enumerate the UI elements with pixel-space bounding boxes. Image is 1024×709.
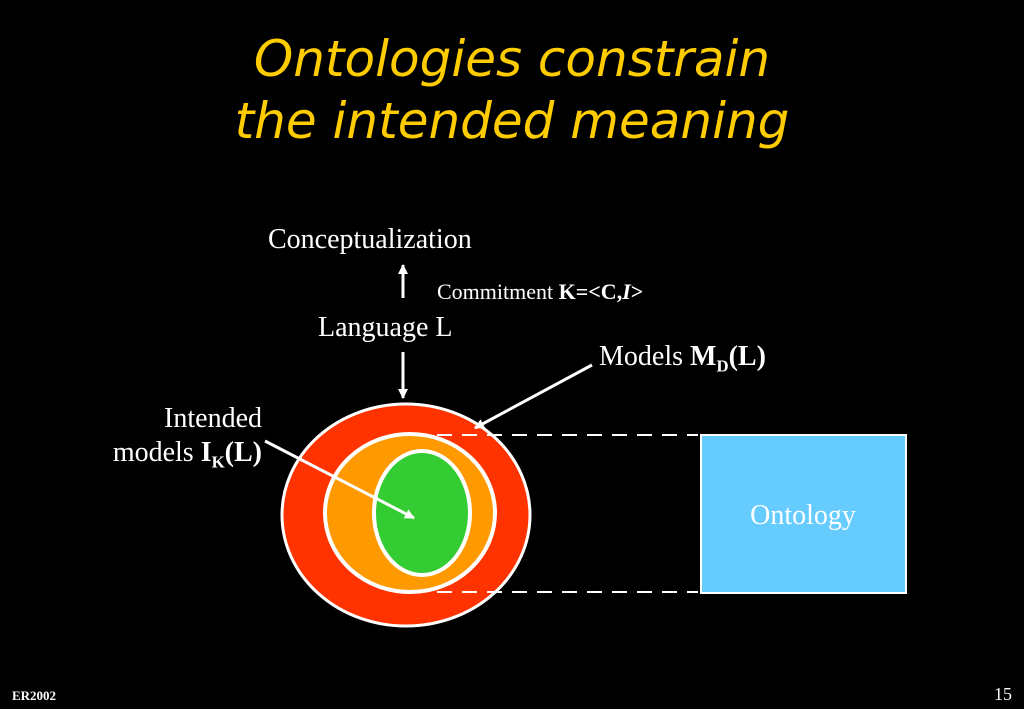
commitment-formula: K=<C, [558, 279, 623, 304]
footer-conference: ER2002 [12, 688, 57, 703]
title-line-2: the intended meaning [234, 92, 790, 150]
models-label: Models MD(L) [599, 341, 766, 377]
arrow-models-pointer [474, 363, 593, 430]
intended-symbol: I [200, 437, 212, 468]
ontology-box [700, 434, 907, 594]
intended-line-2: models IK(L) [113, 436, 262, 480]
arrow-intended-pointer [264, 439, 415, 520]
intended-line-1: Intended [164, 403, 262, 434]
models-prefix: Models [599, 341, 690, 372]
models-symbol: M [690, 341, 717, 372]
models-suffix: (L) [728, 341, 766, 372]
title-line-1: Ontologies constrain [253, 30, 771, 88]
intended-models-label: Intended models IK(L) [113, 402, 262, 480]
ontology-label: Ontology [750, 500, 856, 531]
language-label: Language L [318, 312, 453, 343]
intended-prefix: models [112, 437, 201, 468]
commitment-close: > [630, 279, 644, 304]
page-number: 15 [994, 684, 1012, 704]
conceptualization-label: Conceptualization [268, 224, 472, 255]
intended-subscript: K [211, 452, 225, 472]
intended-suffix: (L) [224, 437, 262, 468]
commitment-label: Commitment K=<C,I> [437, 279, 643, 305]
slide-title: Ontologies constrain the intended meanin… [0, 28, 1024, 152]
intended-models-ellipse-inner [372, 449, 472, 577]
models-subscript: D [716, 356, 729, 376]
commitment-interpretation: I [622, 279, 631, 304]
commitment-prefix: Commitment [437, 279, 559, 304]
